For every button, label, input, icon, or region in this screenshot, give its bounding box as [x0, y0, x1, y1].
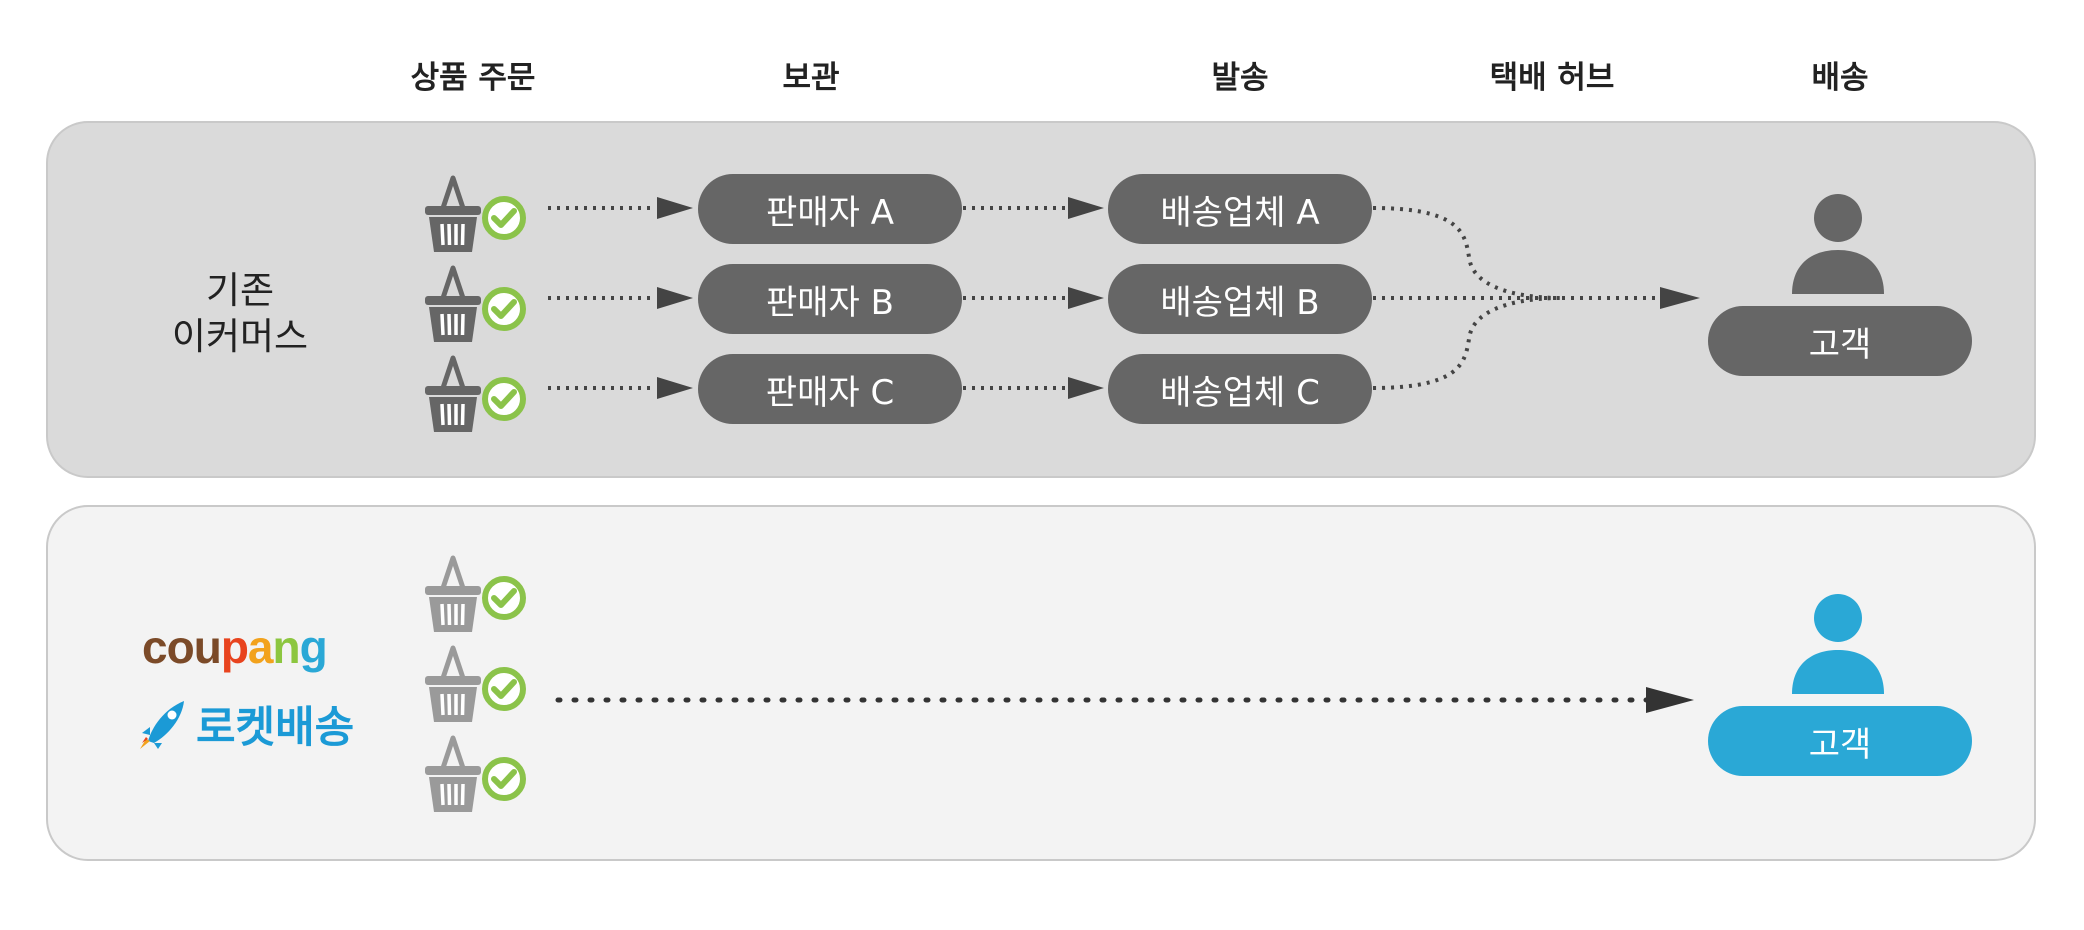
logo-letter: u — [193, 621, 222, 673]
arrow-icon — [1646, 687, 1694, 713]
check-icon — [485, 380, 523, 418]
arrow-icon — [1660, 287, 1700, 309]
logo-letter: p — [220, 621, 249, 673]
header-storage: 보관 — [782, 60, 840, 96]
logo-letter: c — [142, 621, 168, 673]
logo-letter: o — [166, 621, 195, 673]
merge-line-c — [1372, 296, 1561, 390]
legacy-customer-pill: 고객 — [1708, 306, 1972, 376]
arrow-icon — [1068, 287, 1104, 309]
legacy-label: 기존 이커머스 — [172, 268, 308, 360]
header-order: 상품 주문 — [410, 60, 536, 96]
person-icon — [1792, 194, 1884, 294]
rocket-delivery-logo: 로켓배송 — [138, 693, 354, 755]
rocket-delivery-label: 로켓배송 — [196, 703, 355, 753]
carrier-c-pill: 배송업체 C — [1108, 354, 1372, 424]
logo-letter: a — [247, 621, 274, 673]
seller-c-pill: 판매자 C — [698, 354, 962, 424]
legacy-label-line1: 기존 — [205, 269, 275, 312]
check-icon — [485, 199, 523, 237]
arrow-icon — [1068, 377, 1104, 399]
basket-icon — [425, 268, 481, 342]
logo-letter: g — [299, 621, 328, 673]
basket-icon — [425, 558, 481, 632]
basket-icon — [425, 648, 481, 722]
coupang-panel — [46, 505, 2036, 861]
legacy-label-line2: 이커머스 — [171, 315, 309, 358]
header-courier-hub: 택배 허브 — [1489, 60, 1615, 96]
arrow-icon — [1068, 197, 1104, 219]
carrier-a-pill: 배송업체 A — [1108, 174, 1372, 244]
check-icon — [485, 290, 523, 328]
coupang-logo: coupang — [142, 620, 328, 674]
check-icon — [485, 579, 523, 617]
seller-a-pill: 판매자 A — [698, 174, 962, 244]
coupang-customer-pill: 고객 — [1708, 706, 1972, 776]
header-delivery: 배송 — [1811, 60, 1869, 96]
seller-b-pill: 판매자 B — [698, 264, 962, 334]
check-icon — [485, 760, 523, 798]
basket-icon — [425, 738, 481, 812]
logo-letter: n — [272, 621, 301, 673]
header-dispatch: 발송 — [1211, 60, 1269, 96]
arrow-icon — [657, 197, 693, 219]
basket-icon — [425, 358, 481, 432]
check-icon — [485, 670, 523, 708]
person-icon — [1792, 594, 1884, 694]
basket-icon — [425, 178, 481, 252]
merge-line-a — [1372, 206, 1561, 300]
legacy-ecommerce-panel — [46, 121, 2036, 478]
rocket-icon — [140, 701, 184, 749]
arrow-icon — [657, 377, 693, 399]
carrier-b-pill: 배송업체 B — [1108, 264, 1372, 334]
arrow-icon — [657, 287, 693, 309]
